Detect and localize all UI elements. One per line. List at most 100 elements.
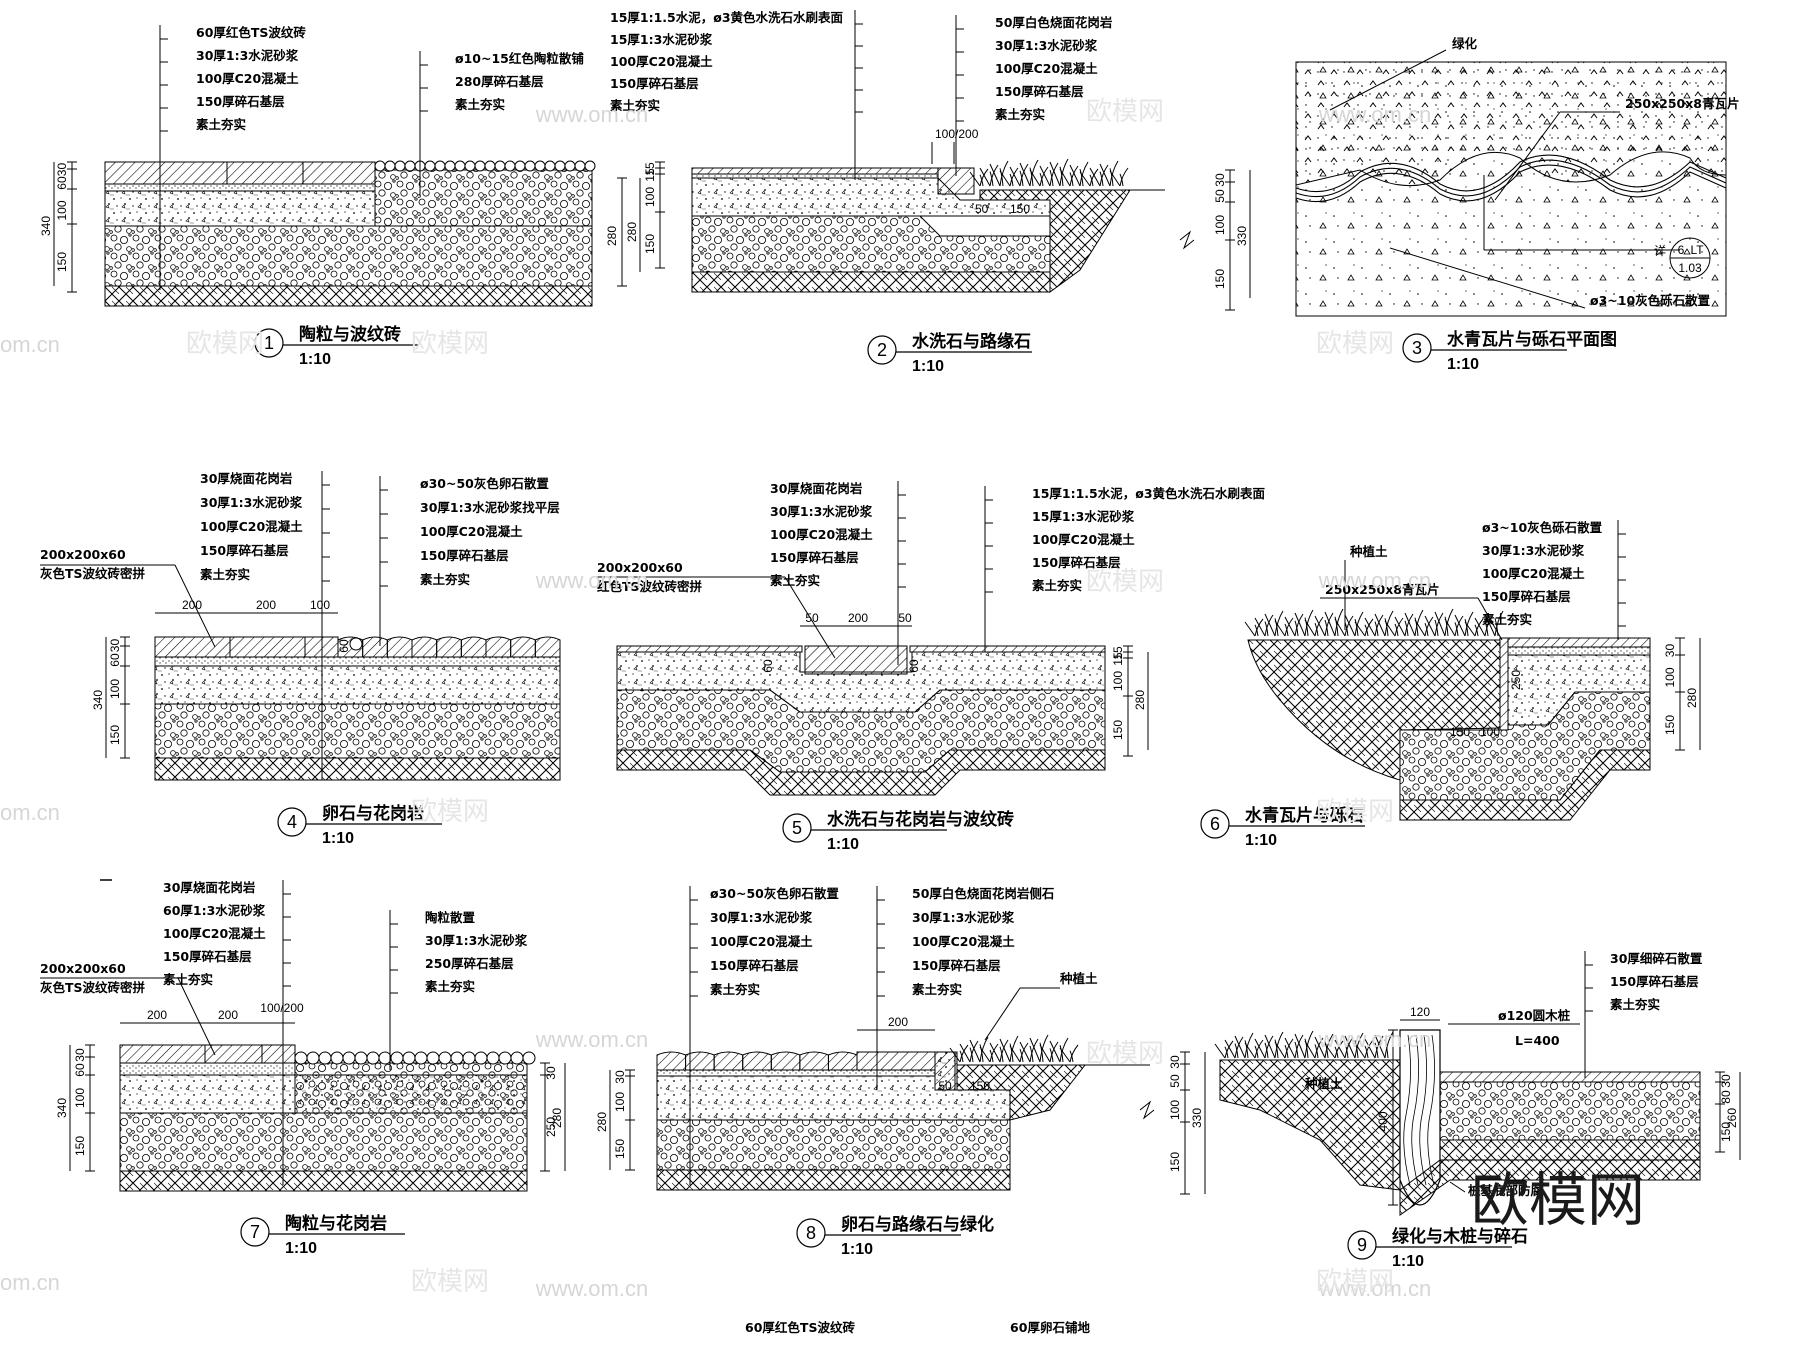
gravel-base-layer-right <box>374 169 593 227</box>
ref-mid: LT <box>1690 243 1704 257</box>
detail-scale: 1:10 <box>827 836 859 853</box>
d4-dim-top: 200 <box>182 598 202 612</box>
grass-blade <box>1334 1046 1339 1059</box>
grass-blade <box>1434 619 1439 637</box>
d4-left-label-2: 100厚C20混凝土 <box>200 519 303 534</box>
detail-number: 3 <box>1412 338 1422 358</box>
fine-gravel-surface <box>1439 1071 1701 1083</box>
watermark-brand: 欧模网 <box>1086 97 1164 127</box>
detail-number-circle <box>1200 809 1230 839</box>
d4-left-label-4: 素土夯实 <box>200 567 250 582</box>
ceramsite-pebble <box>378 1051 392 1065</box>
grass-blade <box>999 160 1009 187</box>
detail-title: 水洗石与路缘石 <box>912 331 1031 352</box>
grass-blade <box>1274 1041 1286 1059</box>
ceramsite-pebble <box>342 1051 356 1065</box>
d2-dim-total-value: 280 <box>625 222 639 242</box>
grass-blade <box>1254 1039 1264 1059</box>
grass-blade <box>1224 1040 1234 1059</box>
grass-blade <box>1059 1045 1064 1063</box>
watermark-brand: 欧模网 <box>411 329 489 359</box>
d3-leader <box>1494 111 1561 201</box>
brand-logo-mark: 欧模网 <box>1471 1166 1645 1234</box>
d6-dim-inner: 150 <box>1450 725 1470 739</box>
d7-right-label-1: 30厚1:3水泥砂浆 <box>425 933 528 948</box>
grass-blade <box>1009 1035 1019 1063</box>
grass-blade <box>1019 162 1031 187</box>
wave-tile-layer <box>104 161 376 185</box>
gravel-base-layer <box>691 215 1051 273</box>
detail-title: 陶粒与波纹砖 <box>299 324 401 345</box>
detail-scale: 1:10 <box>285 1240 317 1257</box>
grass-blade <box>1059 1047 1071 1063</box>
grass-blade <box>1264 1042 1269 1059</box>
grass-blade <box>1254 1038 1266 1059</box>
grass-blade <box>1059 1037 1069 1063</box>
grass-blade <box>1294 1041 1299 1059</box>
d7-dim-r-value: 30 <box>544 1066 558 1080</box>
d1-left-label-4: 素土夯实 <box>196 117 246 132</box>
d8-wave-tile <box>770 1051 801 1071</box>
detail-number: 7 <box>250 1222 260 1242</box>
compacted-soil-lower <box>1399 1159 1701 1216</box>
d7-dim-total-value: 340 <box>55 1098 69 1118</box>
d2-left-label-1: 15厚1:3水泥砂浆 <box>610 32 713 47</box>
ceramsite-pebble <box>474 160 486 172</box>
mortar-layer <box>656 1069 936 1077</box>
d6-right-label-3: 150厚碎石基层 <box>1482 589 1571 604</box>
d1-left-label-0: 60厚红色TS波纹砖 <box>196 25 306 40</box>
d3-label-gravel: ø3~10灰色砾石散置 <box>1590 293 1711 308</box>
d8-right-label-3: 150厚碎石基层 <box>912 958 1001 973</box>
d1-dim-value: 60 <box>55 176 69 190</box>
grass-blade <box>1444 618 1456 637</box>
compacted-soil <box>1399 749 1651 821</box>
d1-dim-right-value: 280 <box>605 226 619 246</box>
d8-dim-total-value: 280 <box>595 1112 609 1132</box>
d5-right-label-1: 15厚1:3水泥砂浆 <box>1032 509 1135 524</box>
grass-blade <box>1234 1035 1246 1059</box>
detail-number: 8 <box>806 1223 816 1243</box>
detail-number-circle <box>782 813 812 843</box>
ceramsite-pebble <box>474 1051 488 1065</box>
d8-dim-value: 100 <box>613 1092 627 1112</box>
d5-dim-top: 50 <box>898 611 912 625</box>
ceramsite-pebble <box>514 160 526 172</box>
grass-blade <box>1039 173 1044 187</box>
d4-dim-value: 150 <box>108 725 122 745</box>
grass-blade <box>1444 616 1449 637</box>
watermark-edge: om.cn <box>0 800 60 825</box>
ceramsite-pebble <box>402 1051 416 1065</box>
detail-number: 2 <box>877 340 887 360</box>
d8-plant-label: 种植土 <box>1059 971 1098 986</box>
grass-blade <box>1304 1038 1309 1059</box>
d2-dim-value: 150 <box>643 234 657 254</box>
d8-leader <box>984 987 1021 1041</box>
d2-left-label-4: 素土夯实 <box>610 98 660 113</box>
d1-left-label-3: 150厚碎石基层 <box>196 94 285 109</box>
d2-left-label-0: 15厚1:1.5水泥，ø3黄色水洗石水刷表面 <box>610 10 844 25</box>
d9-right-label-0: 30厚细碎石散置 <box>1610 951 1703 966</box>
compacted-soil <box>616 749 1106 796</box>
detail-scale: 1:10 <box>1392 1253 1424 1270</box>
d8-left-label-1: 30厚1:3水泥砂浆 <box>710 910 813 925</box>
ceramsite-pebble <box>294 1051 308 1065</box>
grass-blade <box>1354 1042 1366 1059</box>
ceramsite-pebble <box>534 160 546 172</box>
grass-blade <box>1404 620 1409 637</box>
d6-tile-label: 250x250x8青瓦片 <box>1325 582 1440 597</box>
tile-wave-edge <box>1295 159 1727 198</box>
d2-right-label-2: 100厚C20混凝土 <box>995 61 1098 76</box>
d1-left-label-1: 30厚1:3水泥砂浆 <box>196 48 299 63</box>
ceramsite-pebble <box>524 160 536 172</box>
d2-dim-value: 15 <box>643 168 657 182</box>
d7-callout-line <box>177 977 216 1056</box>
d5-dim-value: 15 <box>1111 652 1125 666</box>
grass-blade <box>979 1044 984 1063</box>
gravel-base-layer <box>656 1119 1011 1171</box>
d6-grass <box>1244 608 1504 637</box>
tile-wave-edge <box>1295 154 1727 193</box>
ceramsite-pebble <box>318 1051 332 1065</box>
d5-callout: 200x200x60 <box>597 560 683 575</box>
grass-blade <box>1029 1045 1034 1063</box>
compacted-soil <box>691 271 1051 293</box>
